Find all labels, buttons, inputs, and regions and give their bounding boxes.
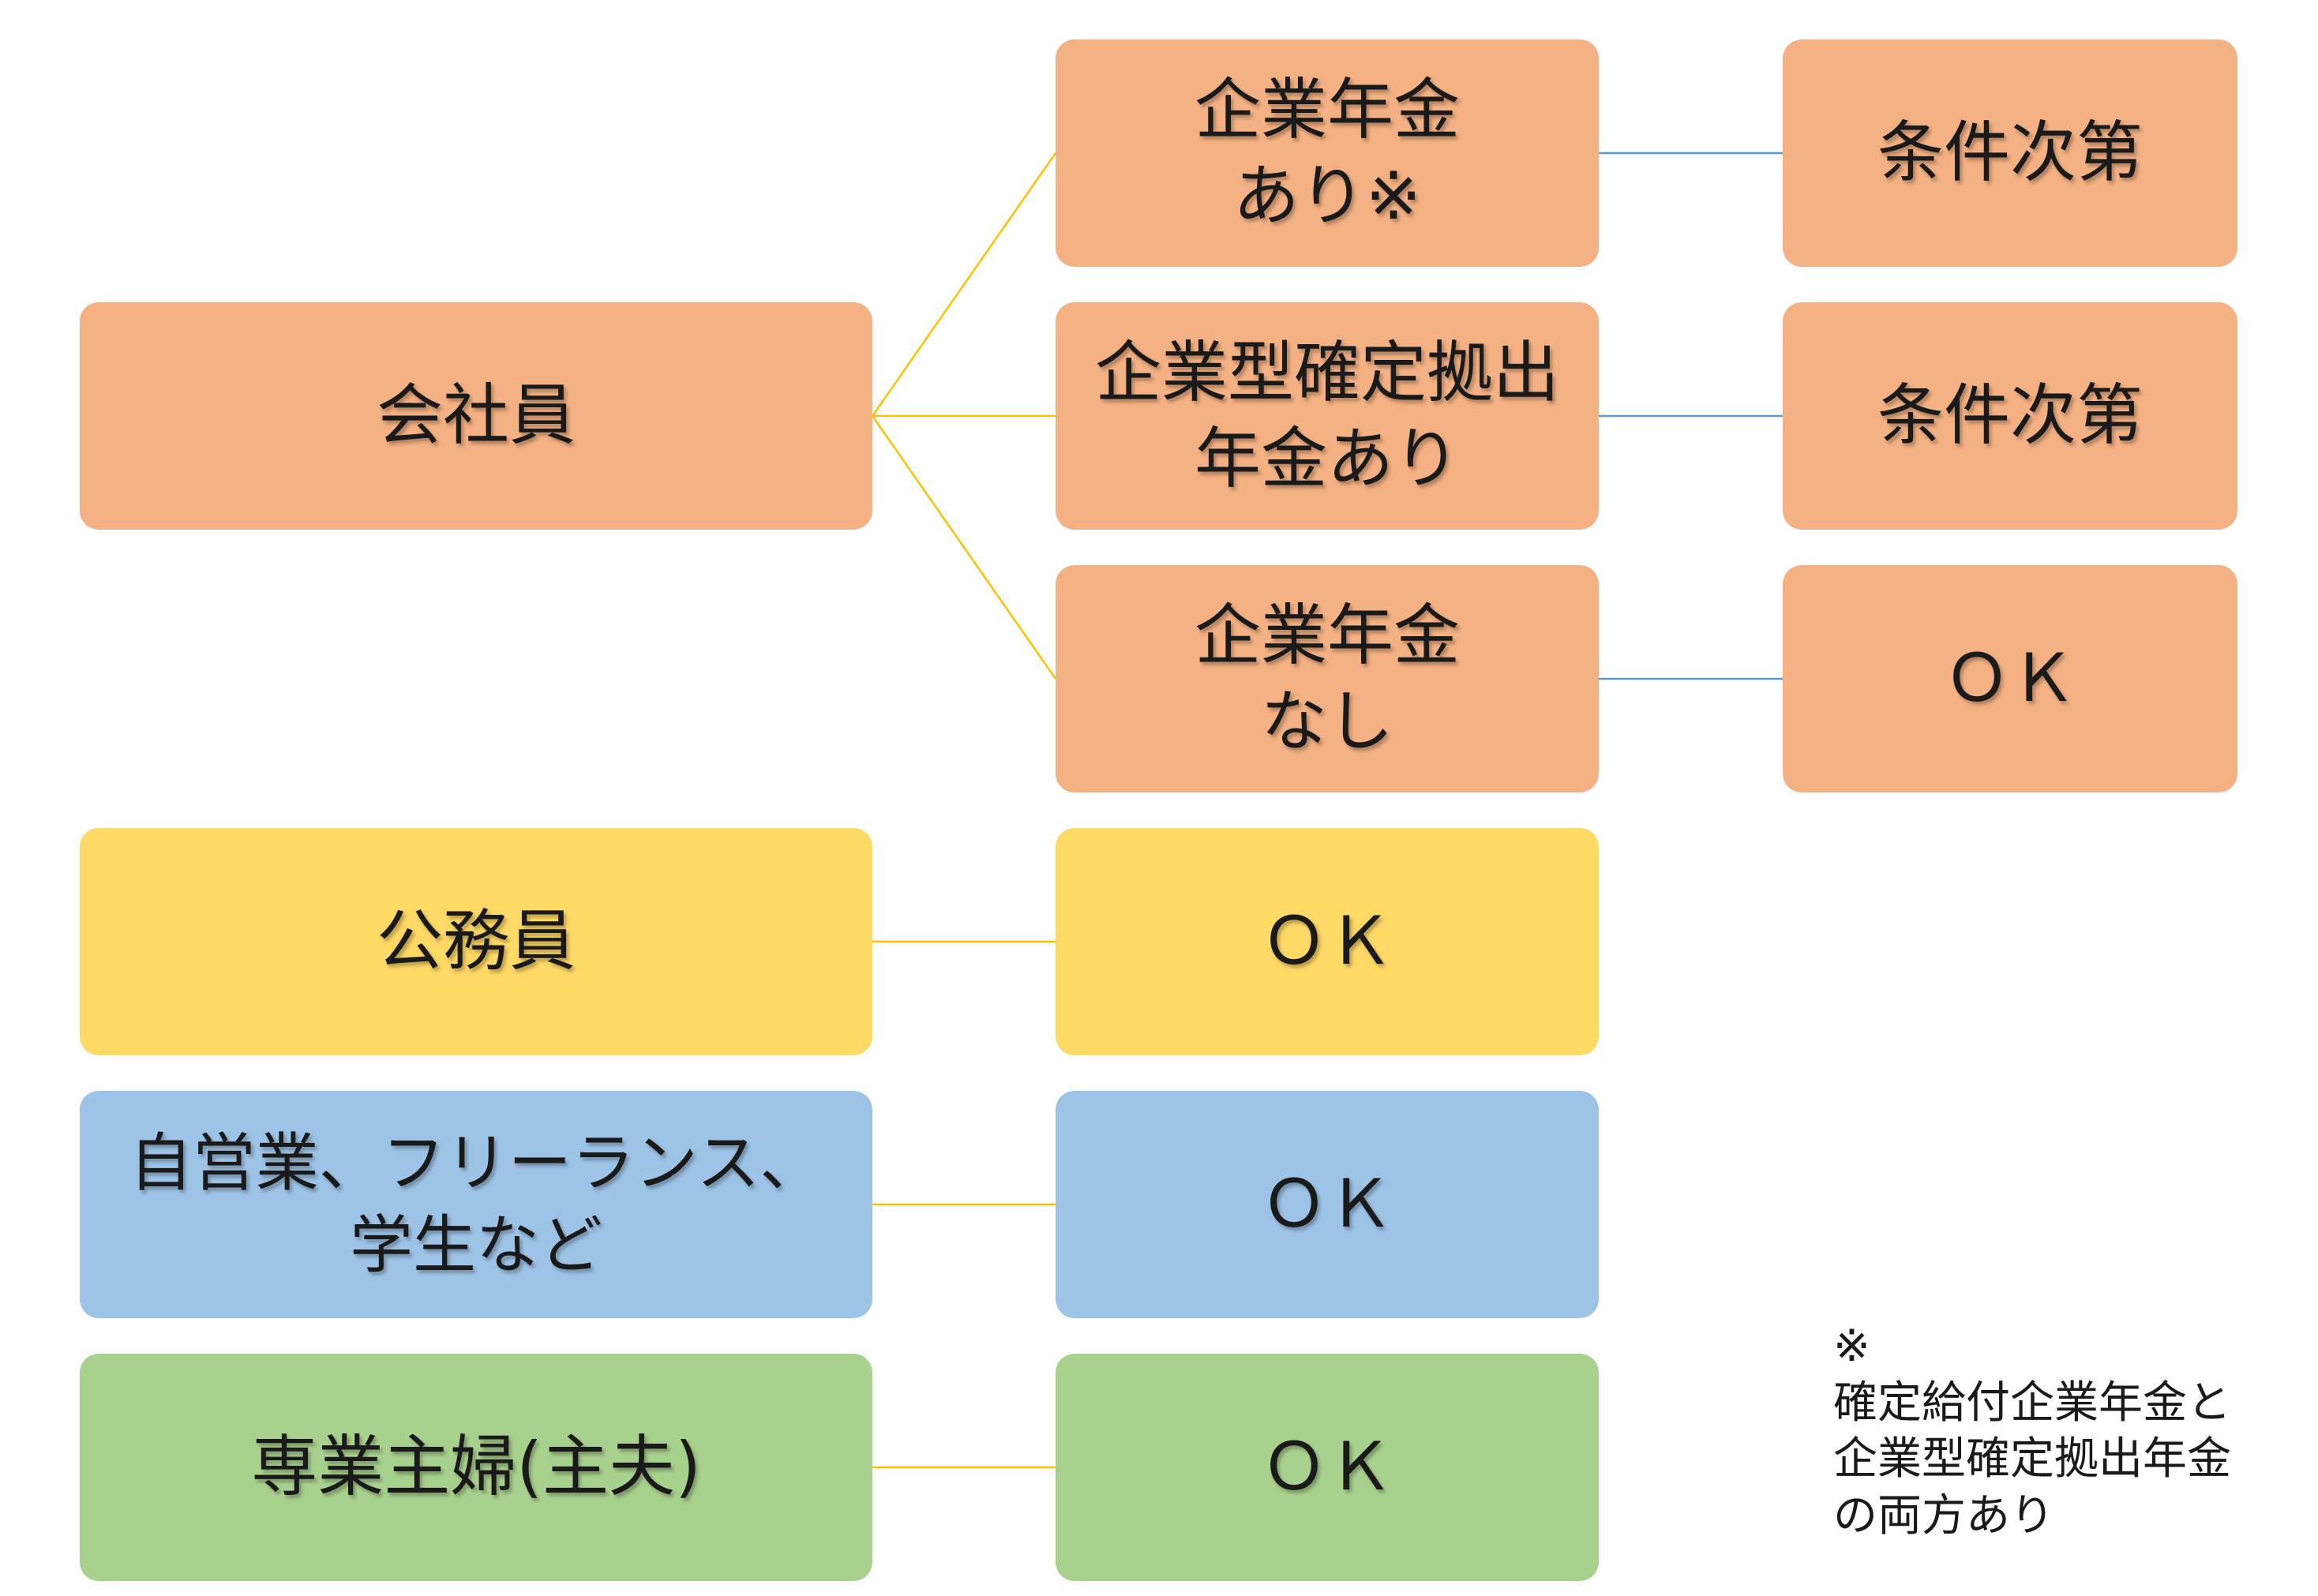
category-employee: 会社員 xyxy=(80,302,872,530)
category-self-employed-label: 自営業、フリーランス、 学生など xyxy=(129,1126,823,1282)
branch-corporate-pension-label: 企業年金 あり※ xyxy=(1194,70,1460,234)
category-employee-label: 会社員 xyxy=(376,377,576,455)
result-branch-3-label: ＯＫ xyxy=(1943,639,2076,717)
branch-corporate-dc: 企業型確定拠出 年金あり xyxy=(1056,302,1599,530)
result-civil-servant-label: ＯＫ xyxy=(1260,902,1393,980)
result-branch-2-label: 条件次第 xyxy=(1877,377,2143,455)
footnote: ※ 確定給付企業年金と 企業型確定拠出年金 の両方あり xyxy=(1833,1321,2231,1542)
branch-corporate-dc-label: 企業型確定拠出 年金あり xyxy=(1094,333,1559,497)
category-civil-servant-label: 公務員 xyxy=(376,902,576,980)
result-branch-2: 条件次第 xyxy=(1783,302,2237,530)
category-self-employed: 自営業、フリーランス、 学生など xyxy=(80,1091,872,1318)
result-branch-3: ＯＫ xyxy=(1783,565,2237,792)
result-homemaker: ＯＫ xyxy=(1056,1354,1599,1581)
category-homemaker-label: 専業主婦(主夫) xyxy=(251,1428,701,1506)
connector-employee-branch-1 xyxy=(871,152,1057,417)
result-civil-servant: ＯＫ xyxy=(1056,828,1599,1055)
result-branch-1: 条件次第 xyxy=(1783,39,2237,267)
connector-employee-branch-3 xyxy=(871,415,1057,680)
category-civil-servant: 公務員 xyxy=(80,828,872,1055)
category-homemaker: 専業主婦(主夫) xyxy=(80,1354,872,1581)
result-self-employed-label: ＯＫ xyxy=(1260,1165,1393,1243)
branch-no-corporate-pension-label: 企業年金 なし xyxy=(1194,596,1460,760)
result-homemaker-label: ＯＫ xyxy=(1260,1428,1393,1506)
result-branch-1-label: 条件次第 xyxy=(1877,114,2143,192)
branch-corporate-pension: 企業年金 あり※ xyxy=(1056,39,1599,267)
branch-no-corporate-pension: 企業年金 なし xyxy=(1056,565,1599,792)
result-self-employed: ＯＫ xyxy=(1056,1091,1599,1318)
